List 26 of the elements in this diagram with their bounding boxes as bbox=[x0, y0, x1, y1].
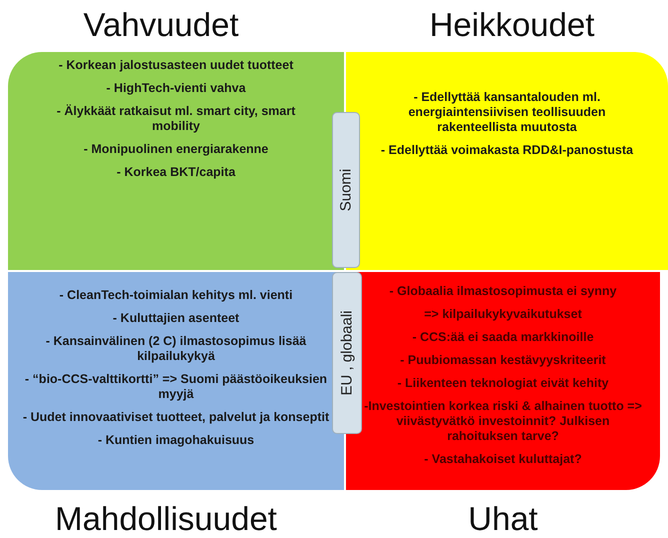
tab-label: EU , globaali bbox=[332, 272, 362, 434]
bullet-item: - “bio-CCS-valttikortti” => Suomi päästöoikeuksien myyjä bbox=[24, 372, 328, 402]
tab-label: Suomi bbox=[332, 112, 360, 268]
quadrant-heading: Mahdollisuudet bbox=[54, 500, 278, 538]
bullet-item: - Korkea BKT/capita bbox=[116, 165, 236, 180]
bullet-item: => kilpailukykyvaikutukset bbox=[424, 307, 582, 322]
bullet-item: - Kansainvälinen (2 C) ilmastosopimus lisää kilpailukykyä bbox=[44, 334, 308, 364]
bullet-item: - Globaalia ilmastosopimusta ei synny bbox=[389, 284, 617, 299]
bullet-item: - Vastahakoiset kuluttajat? bbox=[424, 452, 582, 467]
bullet-item: - Älykkäät ratkaisut ml. smart city, smart mobility bbox=[56, 104, 296, 134]
bullet-item: - CCS:ää ei saada markkinoille bbox=[412, 330, 594, 345]
bullet-item: - Kuluttajien asenteet bbox=[112, 311, 240, 326]
bullet-item: - Edellyttää voimakasta RDD&I-panostusta bbox=[380, 143, 634, 158]
bullet-item: - CleanTech-toimialan kehitys ml. vienti bbox=[59, 288, 293, 303]
bullet-item: - Kuntien imagohakuisuus bbox=[98, 433, 254, 448]
quadrant-heading: Heikkoudet bbox=[428, 6, 596, 44]
bullet-item: - Korkean jalostusasteen uudet tuotteet bbox=[58, 58, 294, 73]
bullet-item: - Puubiomassan kestävyyskriteerit bbox=[400, 353, 606, 368]
bullet-item: - Liikenteen teknologiat eivät kehity bbox=[397, 376, 609, 391]
bullet-item: -Investointien korkea riski & alhainen tuotto => viivästyvätkö investoinnit? Julkisen rahoituksen tarve? bbox=[363, 399, 643, 444]
quadrant-heading: Uhat bbox=[467, 500, 539, 538]
bullet-item: - Monipuolinen energiarakenne bbox=[84, 142, 268, 157]
bullet-item: - Uudet innovaativiset tuotteet, palvelut ja konseptit bbox=[22, 410, 330, 425]
bullet-item: - HighTech-vienti vahva bbox=[106, 81, 246, 96]
quadrant-heading: Vahvuudet bbox=[82, 6, 240, 44]
bullet-item: - Edellyttää kansantalouden ml. energiaintensiivisen teollisuuden rakenteellista muutosta bbox=[407, 90, 607, 135]
